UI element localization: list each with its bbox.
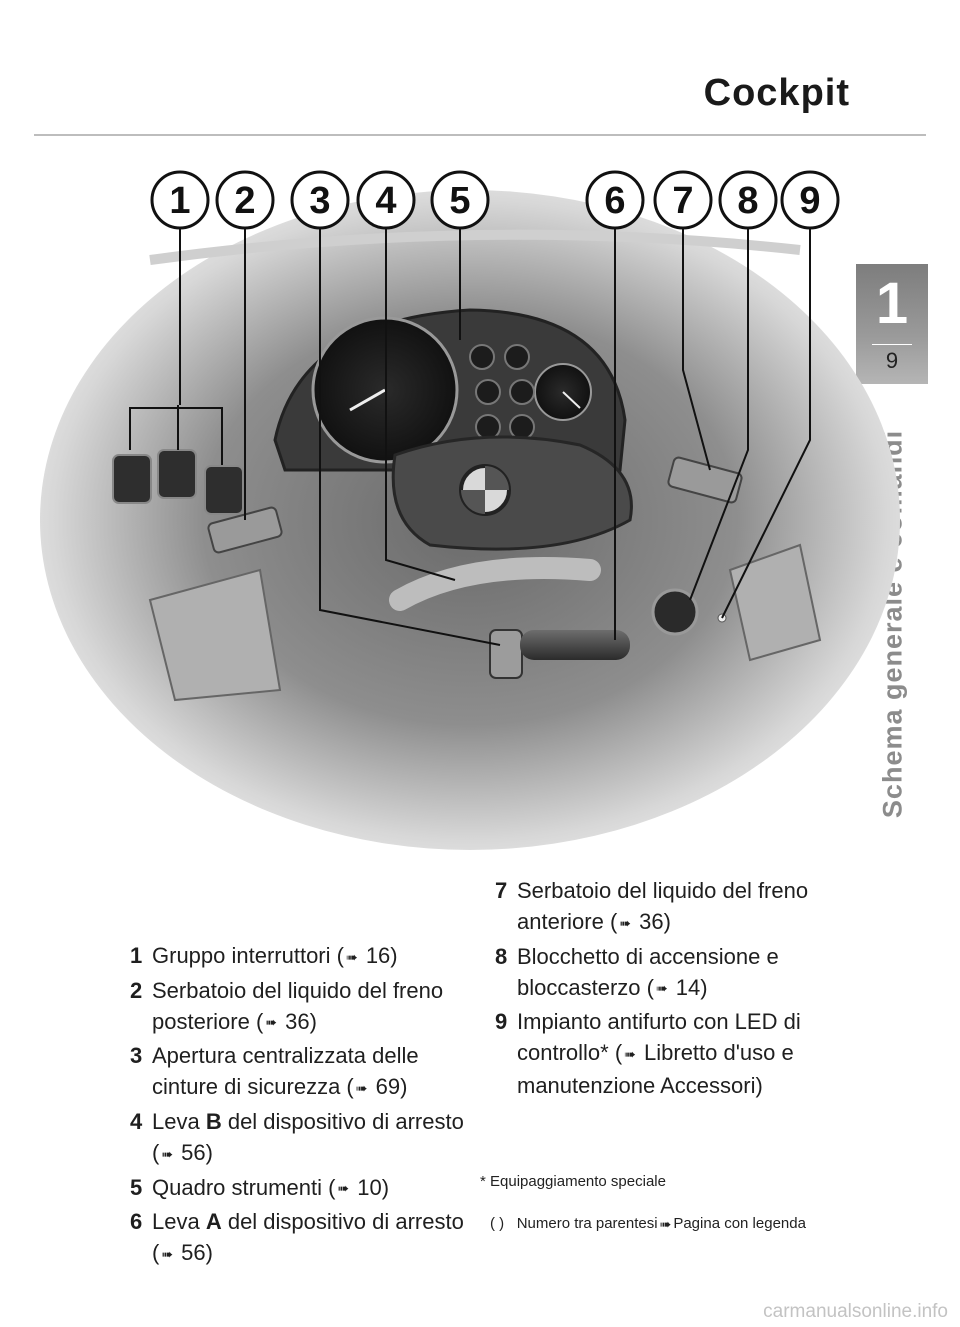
warning-lights [469,344,535,440]
legend-number: 8 [495,943,508,969]
switch-group [112,449,244,515]
callout-5: 5 [449,180,470,222]
page-arrow-icon: ➠ [265,1014,278,1031]
legend-text: Leva B del dispositivo di arresto (➠ 56) [147,1106,465,1170]
legend-text: Serbatoio del liquido del freno anterior… [512,875,850,939]
page-arrow-icon: ➠ [355,1080,368,1097]
legend-item-6: 6 Leva A del dispositivo di arresto (➠ 5… [130,1206,465,1270]
windscreen-outline [149,229,801,265]
callout-lines [129,220,811,646]
chapter-divider [872,344,912,345]
legend-number: 5 [130,1174,143,1200]
chapter-number: 1 [875,271,909,336]
footnote-page-reference: ( ) Numero tra parentesi➠Pagina con lege… [490,1207,850,1241]
bmw-logo-quarters [461,466,509,514]
legend-text: Blocchetto di accensione e bloccasterzo … [512,941,850,1005]
page-arrow-icon: ➠ [619,914,632,931]
callout-circles [150,170,840,230]
seatbelt-release [489,629,523,679]
page-arrow-icon: ➠ [337,1180,350,1197]
page-arrow-icon: ➠ [655,980,668,997]
fuel-needle [562,391,581,409]
legend-item-2: 2 Serbatoio del liquido del freno poster… [130,975,465,1039]
header-rule [34,134,926,136]
speedometer-needle [349,388,386,412]
page-title: Cockpit [703,72,850,114]
legend-text: Quadro strumenti (➠ 10) [147,1172,465,1205]
legend-number: 2 [130,977,143,1003]
legend-text: Gruppo interruttori (➠ 16) [147,940,465,973]
legend-item-3: 3 Apertura centralizzata delle cinture d… [130,1040,465,1104]
ignition-lock [651,588,699,636]
callout-2: 2 [234,180,255,222]
legend-item-7: 7 Serbatoio del liquido del freno anteri… [495,875,850,939]
legend-item-4: 4 Leva B del dispositivo di arresto (➠ 5… [130,1106,465,1170]
legend-number: 6 [130,1209,143,1235]
paren-key: ( ) [490,1215,505,1232]
footnote-special-equipment: * Equipaggiamento speciale [480,1173,666,1190]
legend-column-left: 1 Gruppo interruttori (➠ 16) 2 Serbatoio… [130,940,465,1272]
legend-number: 3 [130,1043,143,1069]
left-control-cluster [148,568,282,702]
legend-column-right: 7 Serbatoio del liquido del freno anteri… [495,875,850,1103]
page-arrow-icon: ➠ [624,1046,636,1063]
callout-1: 1 [169,180,190,222]
legend-text: Apertura centralizzata delle cinture di … [147,1040,465,1104]
cockpit-photo: 1 2 3 4 5 6 7 8 9 [40,170,900,850]
watermark: carmanualsonline.info [763,1301,948,1322]
legend-text: Serbatoio del liquido del freno posterio… [147,975,465,1039]
page-number: 9 [885,348,899,373]
legend-item-1: 1 Gruppo interruttori (➠ 16) [130,940,465,973]
callout-3: 3 [309,180,330,222]
callout-9: 9 [799,180,820,222]
legend-text: Impianto antifurto con LED di controllo*… [517,1009,801,1099]
chapter-tab: 1 9 [856,264,928,384]
right-control-cluster [728,543,822,662]
legend-text: Leva A del dispositivo di arresto (➠ 56) [147,1206,465,1270]
legend-number: 7 [495,878,508,903]
page-arrow-icon: ➠ [659,1216,672,1233]
steering-cover [391,435,633,551]
legend-item-5: 5 Quadro strumenti (➠ 10) [130,1172,465,1205]
callout-8: 8 [737,180,758,222]
callout-6: 6 [604,180,625,222]
handlebar-grip [520,630,630,660]
page-arrow-icon: ➠ [161,1145,174,1162]
legend-item-9: 9 Impianto antifurto con LED di controll… [495,1006,850,1101]
page-arrow-icon: ➠ [345,948,358,965]
page-arrow-icon: ➠ [161,1246,174,1263]
legend-item-8: 8 Blocchetto di accensione e bloccasterz… [495,941,850,1005]
legend-number: 4 [130,1109,143,1135]
legend-number: 9 [495,1009,508,1035]
rear-brake-reservoir [207,506,283,554]
arrest-lever-b [389,557,601,611]
legend-number: 1 [130,943,143,968]
callout-4: 4 [375,180,396,222]
callout-7: 7 [672,180,693,222]
